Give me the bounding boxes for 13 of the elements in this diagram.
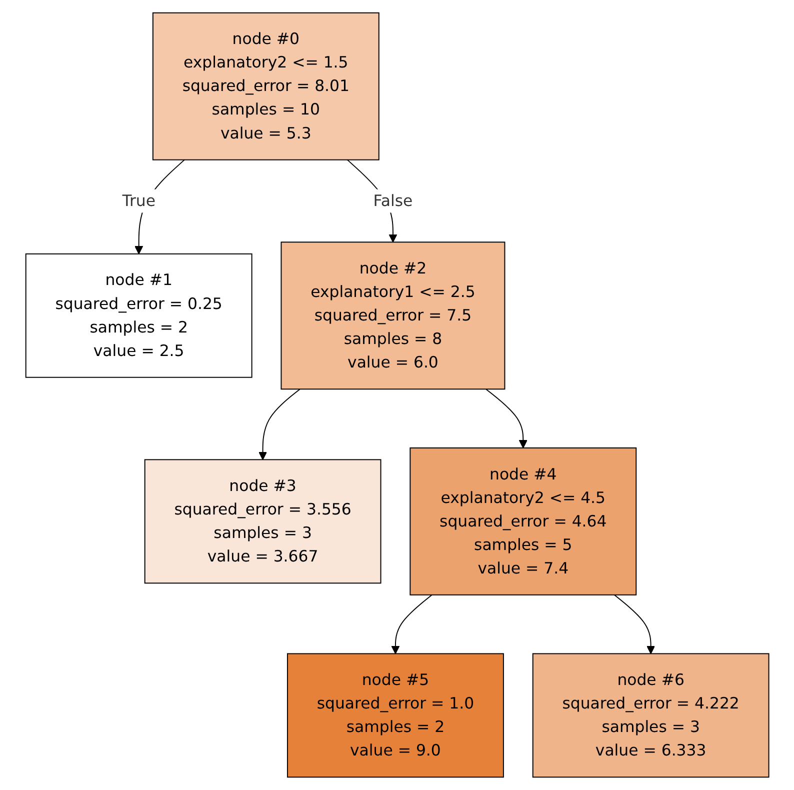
arrow <box>258 388 300 460</box>
node-box: node #0 explanatory2 <= 1.5 squared_error = 8.01 samples = 10 value = 5.3 <box>152 12 380 160</box>
node-box: node #4 explanatory2 <= 4.5 squared_error = 4.64 samples = 5 value = 7.4 <box>409 447 636 596</box>
node-box: node #2 explanatory1 <= 2.5 squared_error = 7.5 samples = 8 value = 6.0 <box>280 242 505 390</box>
node-box: node #6 squared_error = 4.222 samples = 3 value = 6.333 <box>532 653 769 778</box>
arrow <box>390 594 432 654</box>
arrow <box>485 388 528 448</box>
node-box: node #5 squared_error = 1.0 samples = 2 value = 9.0 <box>286 653 504 778</box>
edge-label: True <box>122 191 156 210</box>
node-box: node #3 squared_error = 3.556 samples = 3 value = 3.667 <box>144 459 381 584</box>
edge-label: False <box>372 191 412 210</box>
arrow <box>614 594 655 654</box>
node-box: node #1 squared_error = 0.25 samples = 2 value = 2.5 <box>25 253 252 378</box>
